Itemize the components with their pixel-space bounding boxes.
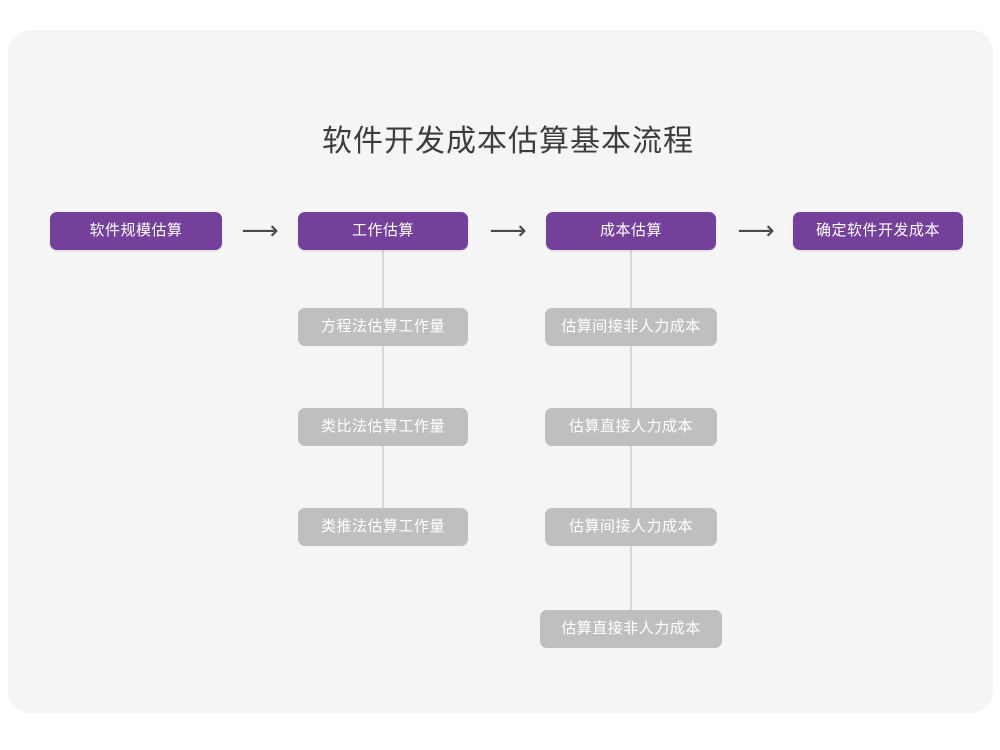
branch-item-equation-method[interactable]: 方程法估算工作量	[298, 308, 468, 346]
flow-arrow-2: ⟶	[489, 216, 527, 246]
branch-item-indirect-labor-cost[interactable]: 估算间接人力成本	[545, 508, 717, 546]
primary-step-cost-estimation[interactable]: 成本估算	[546, 212, 716, 250]
diagram-card: 软件开发成本估算基本流程 ⟶ ⟶ ⟶ 软件规模估算 工作估算 成本估算 确定软件…	[8, 30, 993, 713]
primary-step-final-cost[interactable]: 确定软件开发成本	[793, 212, 963, 250]
branch-item-inference-method[interactable]: 类推法估算工作量	[298, 508, 468, 546]
branch-item-direct-nonlabor-cost[interactable]: 估算直接非人力成本	[540, 610, 722, 648]
branch-connector-line-work	[382, 250, 384, 508]
flow-arrow-1: ⟶	[241, 216, 279, 246]
page-title: 软件开发成本估算基本流程	[322, 125, 694, 158]
branch-item-indirect-nonlabor-cost[interactable]: 估算间接非人力成本	[545, 308, 717, 346]
flow-arrow-3: ⟶	[737, 216, 775, 246]
primary-step-work-estimation[interactable]: 工作估算	[298, 212, 468, 250]
branch-item-analogy-method[interactable]: 类比法估算工作量	[298, 408, 468, 446]
primary-step-software-scale[interactable]: 软件规模估算	[50, 212, 222, 250]
branch-item-direct-labor-cost[interactable]: 估算直接人力成本	[545, 408, 717, 446]
